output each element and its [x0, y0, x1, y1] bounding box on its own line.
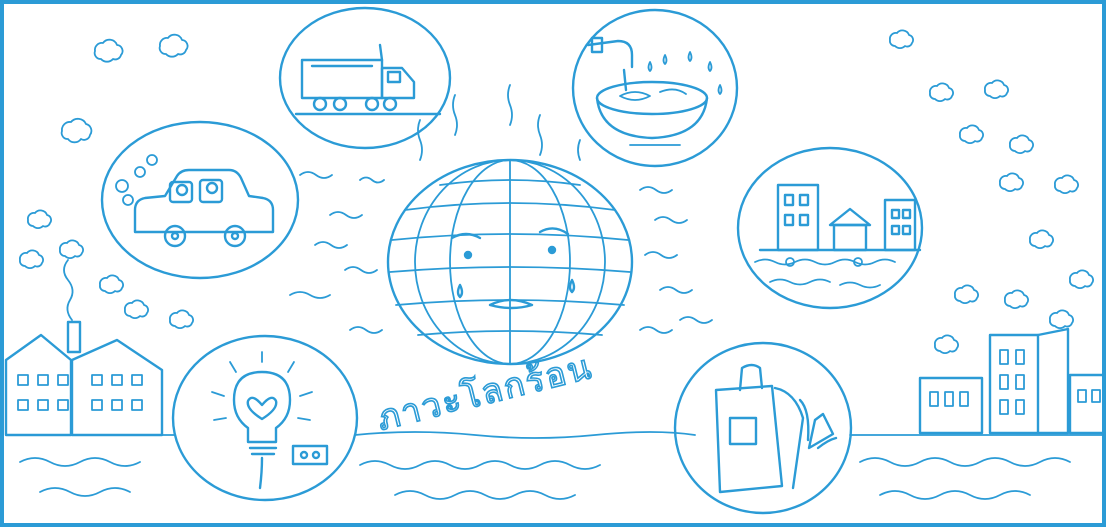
left-eye [465, 252, 471, 258]
right-eye [549, 247, 555, 253]
